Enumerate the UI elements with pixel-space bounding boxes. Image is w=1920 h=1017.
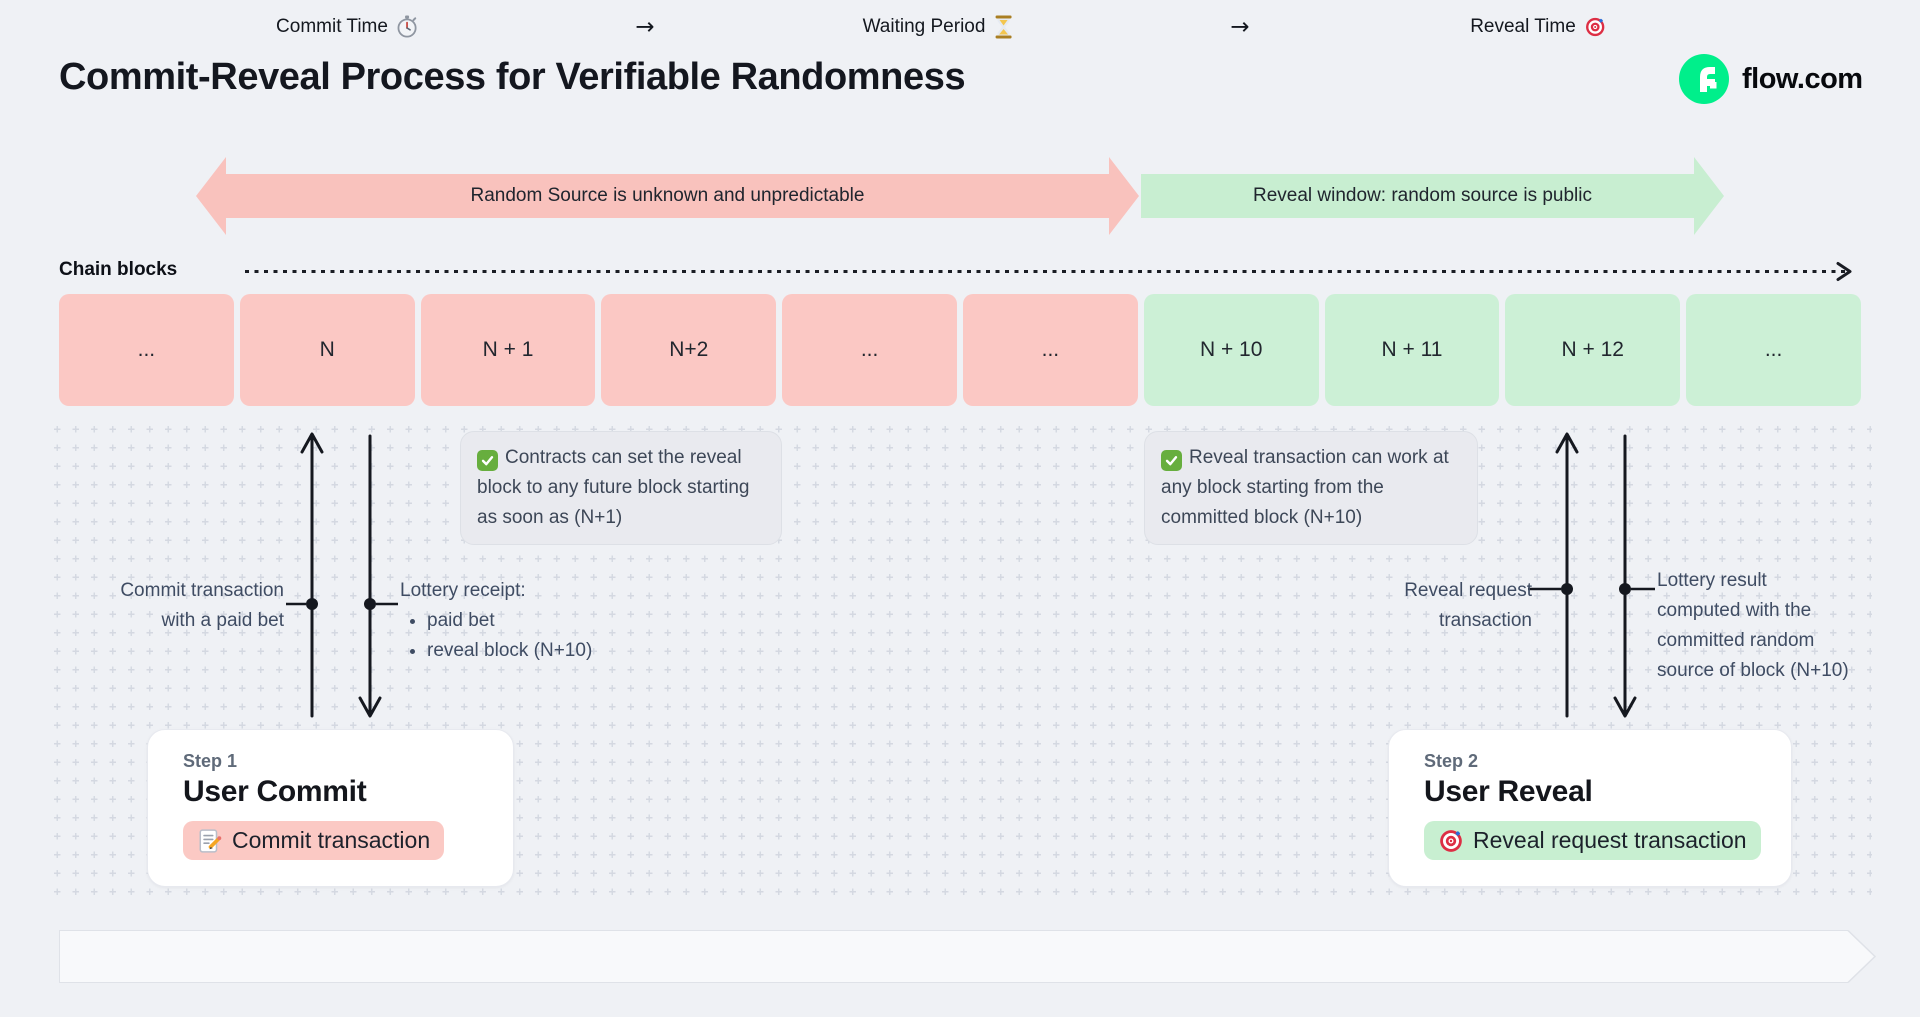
flow-logo-icon	[1679, 54, 1729, 104]
lottery-result-label: Lottery result computed with the committ…	[1657, 570, 1849, 681]
reveal-note-text: Reveal transaction can work at any block…	[1161, 447, 1449, 528]
brand-logo[interactable]: flow.com	[1679, 54, 1863, 104]
timeline-commit-time: Commit Time	[276, 0, 418, 53]
commit-tx-label: Commit transaction with a paid bet	[120, 580, 284, 631]
target-icon	[1585, 17, 1604, 36]
hourglass-icon	[995, 15, 1012, 38]
waiting-period-label: Waiting Period	[862, 15, 986, 37]
reveal-request-label: Reveal request transaction	[1404, 580, 1532, 631]
lottery-receipt-item: reveal block (N+10)	[427, 636, 592, 666]
commit-note-text: Contracts can set the reveal block to an…	[477, 447, 750, 528]
reveal-request-pill-label: Reveal request transaction	[1473, 827, 1747, 853]
chain-block: N + 1	[420, 294, 596, 406]
target-icon	[1440, 829, 1462, 852]
step2-title: User Reveal	[1424, 775, 1593, 808]
chain-block: ...	[782, 294, 957, 406]
step1-card: Step 1 User Commit Commit transaction	[147, 729, 514, 887]
reveal-request-pill: Reveal request transaction	[1424, 821, 1761, 860]
check-icon	[477, 450, 498, 471]
chain-block: N	[239, 294, 415, 406]
chain-dotted-arrow	[245, 262, 1852, 281]
timeline-reveal-time: Reveal Time	[1470, 0, 1606, 53]
timeline-waiting-period: Waiting Period	[863, 0, 1014, 53]
commit-note: Contracts can set the reveal block to an…	[460, 431, 782, 545]
chain-block: N+2	[601, 294, 777, 406]
brand-name: flow.com	[1742, 62, 1863, 95]
step2-card: Step 2 User Reveal Reveal request transa…	[1388, 729, 1792, 887]
commit-transaction-pill: Commit transaction	[183, 821, 445, 860]
chain-block: ...	[962, 294, 1138, 406]
lottery-receipt-list: paid bet reveal block (N+10)	[400, 606, 592, 666]
lottery-receipt-label: Lottery receipt: paid bet reveal block (…	[400, 576, 592, 666]
reveal-phase-arrow: Reveal window: random source is public	[1141, 157, 1724, 235]
commit-transaction-pill-label: Commit transaction	[232, 827, 431, 853]
chain-block: N + 10	[1143, 294, 1319, 406]
lottery-receipt-item: paid bet	[427, 606, 592, 636]
chain-blocks-label: Chain blocks	[59, 259, 178, 280]
reveal-note: Reveal transaction can work at any block…	[1144, 431, 1478, 545]
reveal-phase-label: Reveal window: random source is public	[1253, 185, 1592, 206]
step1-title: User Commit	[183, 775, 367, 808]
timeline-chevron	[1847, 929, 1877, 984]
timeline-arrow: →	[635, 13, 655, 40]
commit-phase-arrow: Random Source is unknown and unpredictab…	[196, 157, 1139, 235]
page-title: Commit-Reveal Process for Verifiable Ran…	[59, 56, 966, 98]
stopwatch-icon	[397, 15, 417, 38]
chain-block: ...	[59, 294, 234, 406]
check-icon	[1161, 450, 1182, 471]
timeline-arrow: →	[1230, 13, 1250, 40]
chain-block: N + 11	[1324, 294, 1500, 406]
chain-block: ...	[1686, 294, 1861, 406]
commit-phase-label: Random Source is unknown and unpredictab…	[470, 185, 865, 206]
reveal-time-label: Reveal Time	[1470, 15, 1576, 37]
step2-eyebrow: Step 2	[1424, 751, 1479, 771]
commit-time-label: Commit Time	[276, 15, 388, 37]
lottery-receipt-title: Lottery receipt:	[400, 580, 526, 601]
timeline-bar	[59, 930, 1848, 983]
chain-block: N + 12	[1505, 294, 1681, 406]
memo-icon	[199, 828, 222, 853]
chain-blocks-row: ... N N + 1 N+2 ... ... N + 10 N + 11 N …	[59, 294, 1861, 406]
step1-eyebrow: Step 1	[183, 751, 238, 771]
